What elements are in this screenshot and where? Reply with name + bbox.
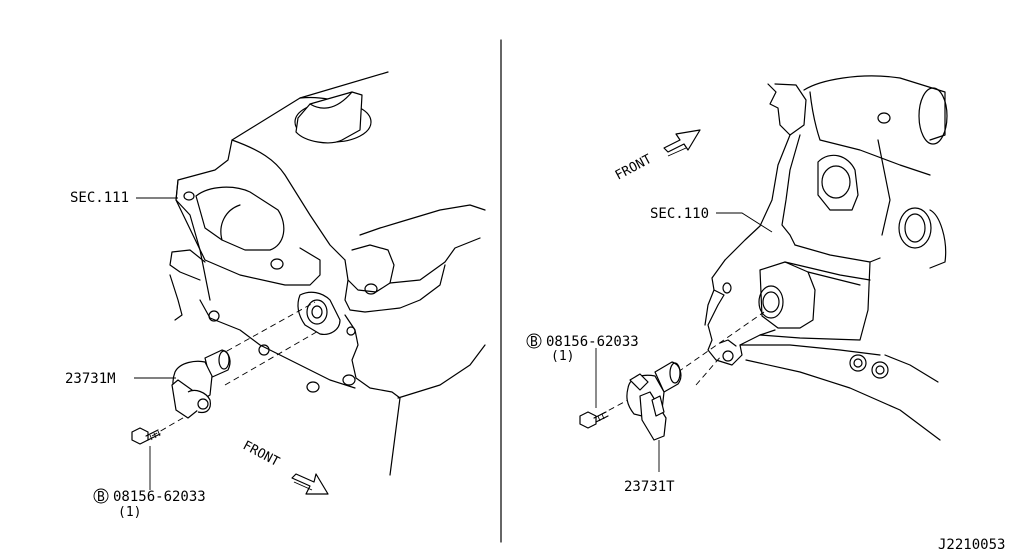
left-engine-drawing (151, 71, 486, 476)
right-engine-drawing (599, 75, 948, 441)
bolt-badge-text-left: B (97, 490, 105, 505)
sec-label-left: SEC.111 (70, 190, 129, 206)
bolt-qty-right: (1) (551, 349, 574, 364)
bolt-qty-left: (1) (118, 505, 141, 520)
diagram-code: J2210053 (938, 537, 1005, 553)
bolt-number-right: 08156-62033 (546, 334, 639, 350)
part-label-right: 23731T (624, 479, 675, 495)
sec-label-right: SEC.110 (650, 206, 709, 222)
front-label-right: FRONT (613, 152, 655, 184)
bolt-number-left: 08156-62033 (113, 489, 206, 505)
crank-position-sensor-23731m (171, 349, 231, 419)
bolt-badge-text-right: B (530, 335, 538, 350)
front-arrow-left-icon (291, 473, 329, 495)
front-label-left: FRONT (240, 438, 282, 470)
bolt-left (131, 427, 161, 445)
bolt-badge-right (526, 333, 542, 349)
part-label-left: 23731M (65, 371, 116, 387)
bolt-badge-left (93, 488, 109, 504)
front-arrow-right-icon (663, 129, 701, 157)
crank-position-sensor-23731t (626, 361, 682, 441)
bolt-right (579, 411, 609, 429)
